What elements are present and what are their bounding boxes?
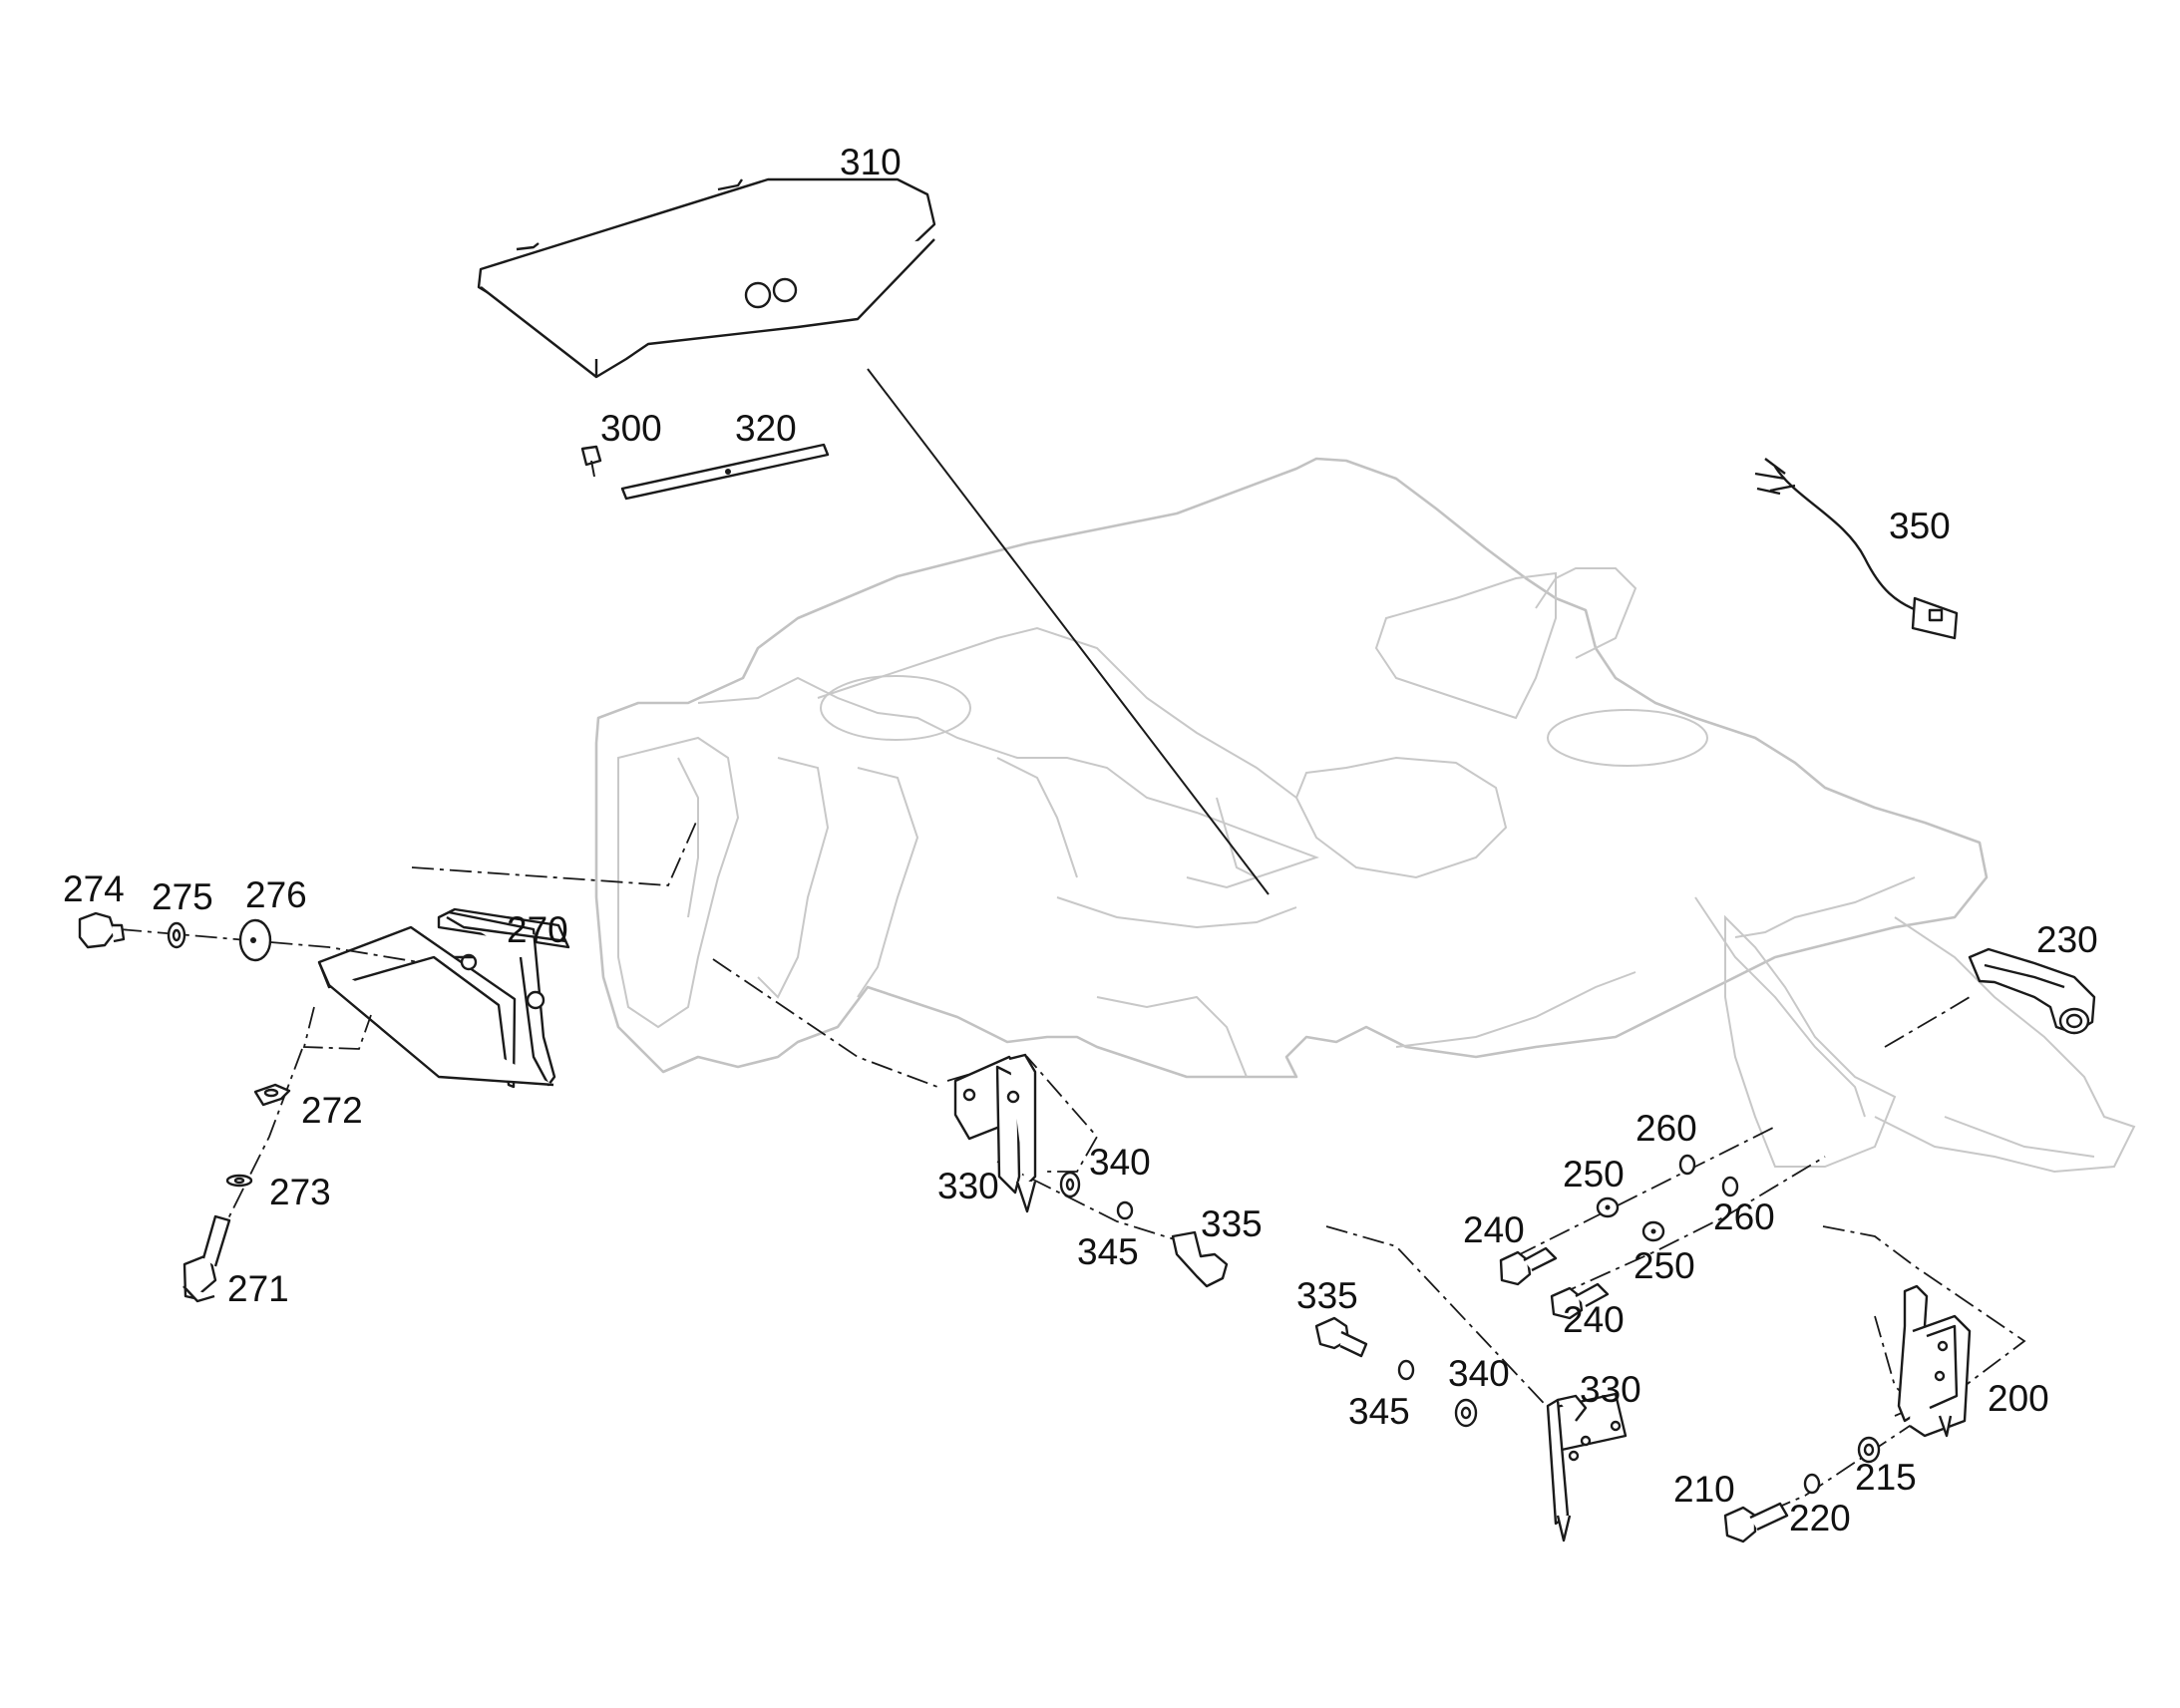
part-240-bolt-b — [1550, 1282, 1610, 1320]
part-260-nut-a — [1678, 1154, 1696, 1176]
callout-271: 271 — [227, 1268, 289, 1309]
assembly-line-270-down — [302, 1006, 372, 1050]
part-330-hinge-right — [1546, 1392, 1628, 1542]
assembly-line-240b — [1555, 1156, 1826, 1297]
part-250-washer-a — [1596, 1196, 1620, 1218]
part-345-washer-right — [1397, 1359, 1415, 1381]
part-250-washer-b — [1641, 1220, 1665, 1242]
callout-340-left: 340 — [1089, 1142, 1151, 1183]
callout-210: 210 — [1673, 1469, 1735, 1510]
callout-220: 220 — [1789, 1498, 1851, 1538]
callout-labels: 310 300 320 350 274 275 276 270 272 273 … — [63, 142, 2098, 1538]
assembly-line-270-to-330 — [712, 958, 938, 1088]
part-260-nut-b — [1721, 1176, 1739, 1197]
part-276-washer — [238, 918, 272, 962]
part-220-washer — [1803, 1473, 1821, 1495]
part-272-nut — [253, 1083, 291, 1107]
callout-200: 200 — [1988, 1378, 2049, 1419]
part-200-latch-plate — [1897, 1284, 1972, 1438]
callout-273: 273 — [269, 1172, 331, 1212]
callout-310: 310 — [840, 142, 902, 182]
callout-272: 272 — [301, 1090, 363, 1131]
part-330-hinge-left — [953, 1053, 1037, 1213]
part-340-washer-left — [1059, 1171, 1081, 1198]
part-350-wire-harness — [1754, 458, 1959, 640]
callout-345-right: 345 — [1348, 1391, 1410, 1432]
leader-310 — [867, 368, 1270, 895]
callout-215: 215 — [1855, 1457, 1917, 1498]
part-230-handle — [1968, 947, 2096, 1035]
part-215-washer — [1857, 1436, 1881, 1464]
callout-260-upper: 260 — [1635, 1108, 1697, 1149]
callout-276: 276 — [245, 874, 307, 915]
callout-300: 300 — [600, 408, 662, 449]
callout-330-left: 330 — [937, 1166, 999, 1206]
part-335-bolt-right — [1314, 1316, 1368, 1358]
callout-350: 350 — [1889, 506, 1951, 546]
assembly-line-335a — [996, 1161, 1198, 1247]
assembly-line-240a — [1515, 1126, 1776, 1257]
assembly-line-274-to-270 — [119, 928, 420, 963]
callout-250-upper: 250 — [1563, 1154, 1625, 1195]
part-270-bracket — [317, 907, 570, 1089]
part-274-cap — [78, 911, 126, 949]
callout-270: 270 — [507, 909, 568, 950]
callout-260-lower: 260 — [1713, 1196, 1775, 1237]
callout-230: 230 — [2036, 919, 2098, 960]
callout-240-upper: 240 — [1463, 1209, 1525, 1250]
callout-345-left: 345 — [1077, 1231, 1139, 1272]
callout-275: 275 — [152, 876, 213, 917]
body-shell — [594, 457, 2136, 1174]
assembly-line-270 — [411, 817, 699, 886]
part-210-bolt — [1723, 1502, 1789, 1543]
part-310-lid — [477, 177, 936, 379]
callout-335-left: 335 — [1201, 1203, 1263, 1244]
part-271-bolt — [182, 1214, 231, 1303]
assembly-line-230 — [1884, 996, 1971, 1048]
part-273-washer — [225, 1174, 253, 1188]
part-240-bolt-a — [1499, 1246, 1558, 1286]
part-335-bolt-left — [1171, 1230, 1229, 1288]
callout-330-right: 330 — [1580, 1369, 1641, 1410]
part-275-washer — [167, 921, 186, 949]
callout-320: 320 — [735, 408, 797, 449]
callout-335-right: 335 — [1296, 1275, 1358, 1316]
callout-240-lower: 240 — [1563, 1299, 1625, 1340]
callout-340-right: 340 — [1448, 1353, 1510, 1394]
callout-250-lower: 250 — [1634, 1245, 1695, 1286]
part-320-strip — [620, 443, 830, 501]
part-300-screw — [580, 445, 602, 478]
callout-274: 274 — [63, 868, 125, 909]
part-345-washer-left — [1116, 1200, 1134, 1220]
part-340-washer-right — [1454, 1398, 1478, 1428]
